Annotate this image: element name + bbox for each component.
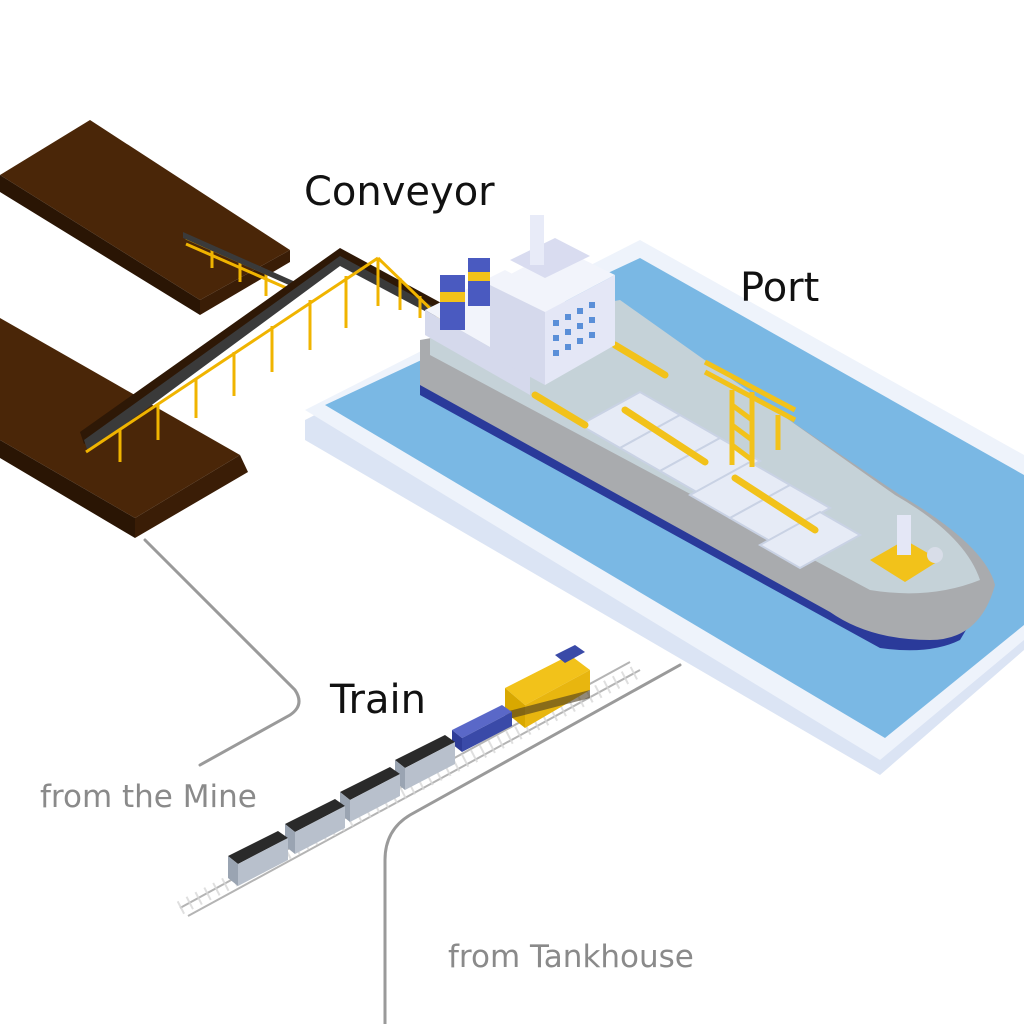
train <box>228 645 590 886</box>
main-conveyor <box>80 248 445 462</box>
conveyor-label: Conveyor <box>304 169 495 215</box>
cargo-hatches <box>577 390 863 570</box>
short-conveyor <box>183 232 301 296</box>
from-mine-label: from the Mine <box>40 779 257 815</box>
superstructure <box>425 215 615 395</box>
ore-wagons <box>228 735 455 886</box>
ore-pile-upper <box>0 120 290 315</box>
locomotive <box>505 645 590 728</box>
train-label: Train <box>330 677 426 723</box>
deck-beams <box>531 341 819 534</box>
cargo-ship <box>420 215 995 651</box>
railway <box>176 645 644 917</box>
mine-connector-line <box>143 538 301 767</box>
tankhouse-connector-line <box>383 663 682 1024</box>
port-label: Port <box>740 265 820 311</box>
from-tankhouse-label: from Tankhouse <box>448 939 694 975</box>
deck-crane <box>703 359 797 467</box>
conveyor-system <box>80 232 445 462</box>
funnels <box>440 258 490 330</box>
connector-lines <box>143 538 682 1024</box>
bow-deck <box>870 515 943 582</box>
blue-wagon <box>452 705 512 752</box>
